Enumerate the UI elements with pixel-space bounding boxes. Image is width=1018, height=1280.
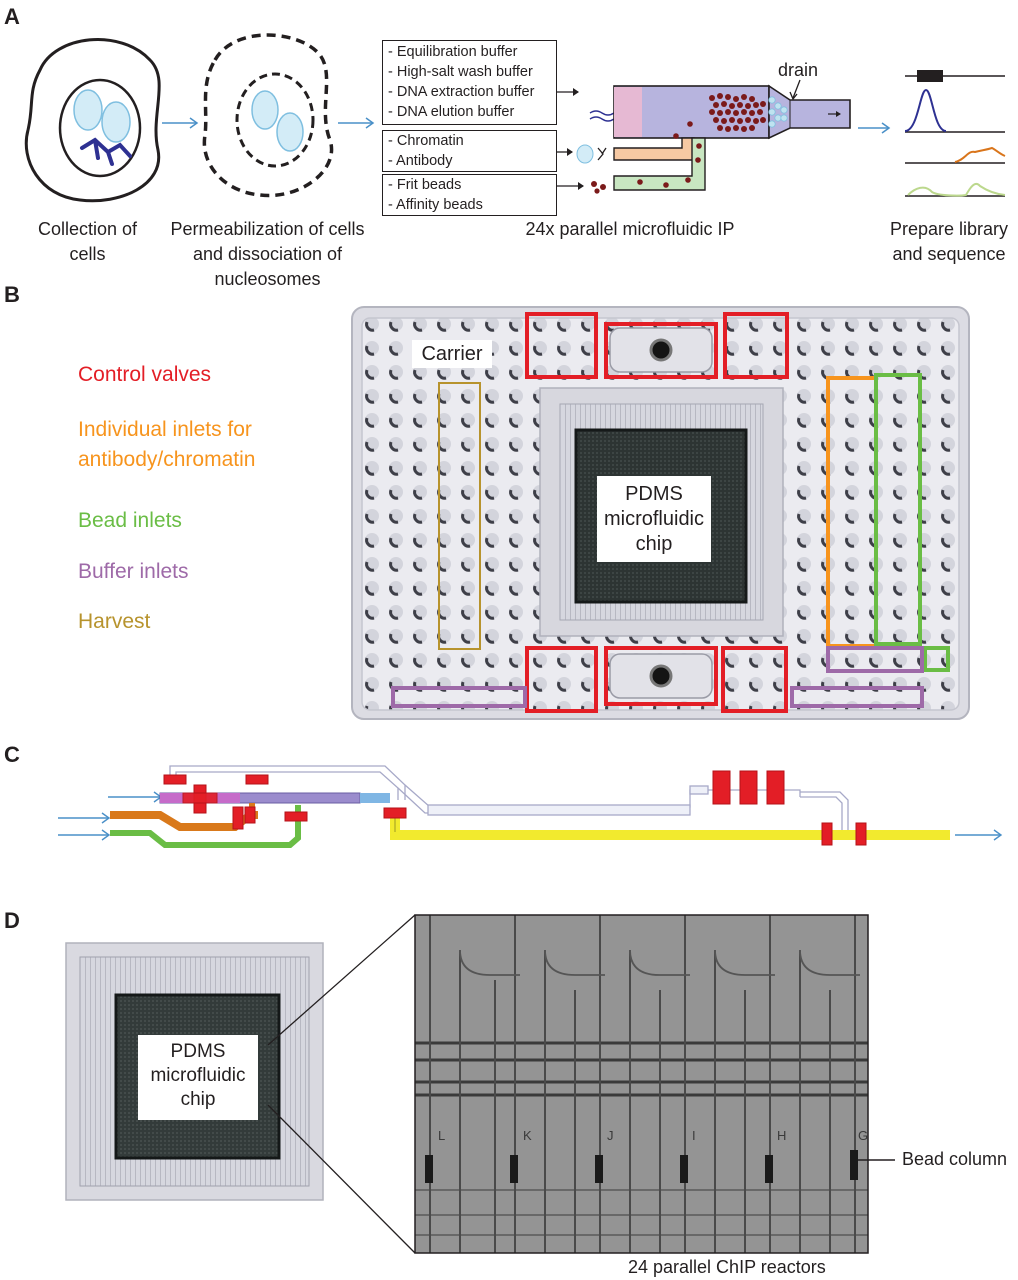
lane-letter: G: [858, 1128, 868, 1143]
frit-beads-item: - Frit beads: [388, 177, 462, 193]
control-valve-boxes: [525, 312, 789, 713]
buffer-list-box: - Equilibration buffer - High-salt wash …: [382, 40, 557, 125]
panel-letter-c: C: [4, 742, 20, 767]
peak-track: [904, 88, 947, 132]
cell-outline: [24, 38, 161, 203]
dna-strand: [80, 137, 132, 166]
panel-letter-a: A: [4, 4, 20, 29]
drain-label: drain: [778, 60, 819, 80]
antibody-icon: [597, 147, 607, 161]
pdms-chip-text: PDMS microfluidic chip: [603, 483, 705, 555]
pdms-chip-label: PDMS microfluidic chip: [597, 476, 711, 562]
bead-icon: [591, 181, 597, 187]
frit-beads: [768, 96, 788, 128]
peak-track: [954, 146, 1006, 163]
buffer-inlets-box-right: [790, 686, 924, 708]
nucleosome-icon: [251, 90, 279, 130]
buffer-inlets-box-left: [391, 686, 527, 708]
step-microfluidic-ip-caption: 24x parallel microfluidic IP: [525, 219, 735, 239]
lane-letter: H: [777, 1128, 786, 1143]
panel-b-carrier: [351, 306, 970, 720]
step-permeabilization-caption: Permeabilization of cells and dissociati…: [170, 219, 365, 289]
affinity-beads-item: - Affinity beads: [388, 197, 483, 213]
chromatin-icon: [576, 144, 594, 164]
panel-letter-d: D: [4, 908, 20, 933]
buffer-inlets-box-right-top: [826, 646, 924, 673]
bead-column-label: Bead column: [902, 1149, 1008, 1169]
bead-pack: [709, 93, 766, 132]
buffer-item: - Equilibration buffer: [388, 44, 518, 60]
chromatin-antibody-box: - Chromatin - Antibody: [382, 130, 557, 172]
micrograph: L K J I H G: [414, 914, 869, 1254]
nucleosome-icon: [276, 112, 304, 152]
bead-box: - Frit beads - Affinity beads: [382, 174, 557, 216]
panel-c-channel-layout: [58, 765, 1003, 848]
buffer-item: - DNA elution buffer: [388, 104, 515, 120]
permeabilized-cell-outline: [202, 33, 334, 198]
pdms-chip-small-text: PDMS microfluidic chip: [150, 1041, 246, 1110]
pdms-chip-small-label: PDMS microfluidic chip: [138, 1035, 258, 1120]
peak-track: [907, 182, 1006, 197]
bead-inlets-box: [874, 373, 922, 646]
bead-inlet-single-box: [923, 646, 950, 672]
buffer-item: - High-salt wash buffer: [388, 64, 533, 80]
buffer-front: [614, 87, 642, 137]
lane-letter: I: [692, 1128, 696, 1143]
legend-control-valves: Control valves: [78, 363, 212, 386]
chromatin-item: - Chromatin: [388, 133, 464, 149]
lane-letter: K: [523, 1128, 532, 1143]
carrier-label: Carrier: [412, 340, 492, 368]
bead-channel: [613, 137, 706, 191]
panel-a-graphics: [24, 33, 1006, 203]
antibody-item: - Antibody: [388, 153, 453, 169]
lane-letter: L: [438, 1128, 445, 1143]
panel-letter-b: B: [4, 282, 20, 307]
lane-letter: J: [607, 1128, 614, 1143]
nucleosome-icon: [101, 101, 131, 143]
nucleus: [58, 78, 142, 178]
legend-harvest: Harvest: [78, 610, 151, 633]
valves: [163, 770, 867, 846]
nucleosome-icon: [73, 89, 103, 131]
legend-bead-inlets: Bead inlets: [78, 509, 182, 532]
harvest-box: [438, 382, 481, 650]
legend-buffer-inlets: Buffer inlets: [78, 560, 189, 583]
permeabilized-nucleus: [235, 72, 315, 168]
step-collection-caption: Collection of cells: [37, 219, 138, 264]
bead-channel: [110, 805, 301, 848]
buffer-item: - DNA extraction buffer: [388, 84, 535, 100]
step-sequence-caption: Prepare library and sequence: [889, 219, 1009, 264]
chip-reactors-caption: 24 parallel ChIP reactors: [628, 1257, 826, 1277]
legend-individual-inlets: Individual inlets for antibody/chromatin: [78, 418, 256, 471]
